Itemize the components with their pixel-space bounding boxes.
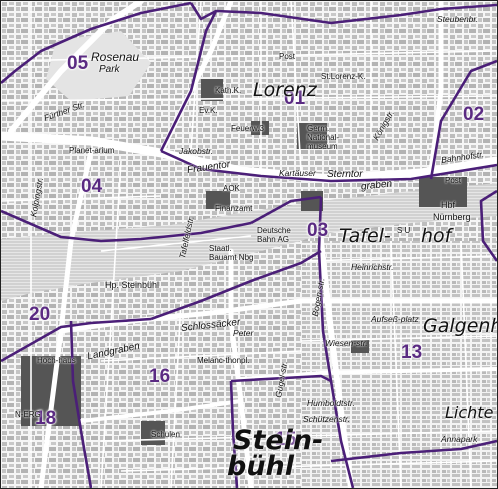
poi-deutsche-bahn-1: Deutsche [257, 226, 291, 235]
quarter-label-tafelhof-1: Tafel- [339, 225, 391, 247]
poi-germ-museum-3: museum [307, 142, 338, 151]
street-label-humboldtstr: Humboldtstr. [307, 398, 355, 408]
quarter-label-lichtenhof: Lichte [445, 403, 494, 422]
poi-hbf: Hbf [441, 200, 456, 210]
district-number-18: 18 [35, 408, 57, 429]
district-number-02: 02 [463, 104, 485, 125]
street-label-peterstr: Peter [233, 328, 254, 338]
poi-aok: AOK [223, 184, 240, 193]
quarter-label-steinbuehl-2: bühl [227, 451, 295, 482]
poi-melanchthonplatz: Melanc-thonpl. [197, 356, 250, 365]
street-label-annapark: Annapark [441, 434, 478, 444]
street-label-aufsessplatz: Aufseß-platz [371, 314, 419, 324]
district-number-15: 15 [275, 429, 297, 450]
poi-staatl-bauamt-1: Staatl. [209, 244, 232, 253]
park-label: Park [99, 64, 120, 75]
street-label-wiesenstr: Wiesen-str. [325, 338, 368, 348]
poi-ev-kirche: Ev.K. [199, 106, 218, 115]
district-number-16: 16 [149, 366, 171, 387]
poi-schulen: Schulen [151, 430, 180, 439]
street-label-steubenbruecke: Steubenbr. [437, 14, 479, 24]
district-number-20: 20 [29, 304, 51, 325]
poi-n-erg: N-ERG [15, 410, 41, 419]
poi-hp-steinbuehl: Hp. Steinbühl [105, 280, 160, 290]
poi-deutsche-bahn-2: Bahn AG [257, 235, 290, 244]
poi-post-2: Post [445, 176, 462, 185]
quarter-label-rosenau: Rosenau [91, 50, 140, 64]
poi-finanzamt: Finanzamt [215, 204, 253, 213]
quarter-label-tafelhof-2: hof [421, 225, 452, 247]
poi-st-lorenz: St.Lorenz-K. [321, 72, 366, 81]
street-label-heinrichstr: Heinrichstr. [351, 262, 394, 272]
poi-post-1: Post [279, 52, 296, 61]
poi-planetarium: Planet-arium [69, 146, 115, 155]
street-label-kartaeuser: Kartäuser [279, 168, 316, 178]
poi-hochhaus: Hoch-haus [37, 356, 76, 365]
poi-staatl-bauamt-2: Bauamt Nbg [209, 253, 254, 262]
railway-corridor [1, 183, 497, 301]
poi-feuerwehr: Feuerw.3 [231, 124, 264, 133]
poi-hbf-nuernberg: Nürnberg [433, 212, 471, 222]
poi-s-ubahn: S U [397, 226, 411, 235]
park-rosenau [46, 31, 151, 101]
quarter-label-steinbuehl-1: Stein- [233, 425, 324, 456]
poi-germ-museum-2: National- [307, 133, 340, 142]
street-label-jakobstr: Jakobstr. [179, 146, 214, 156]
district-number-03: 03 [307, 220, 329, 241]
poi-kath-kirche: Kath.K. [215, 86, 242, 95]
street-label-sterntor: Sterntor [327, 169, 363, 180]
street-label-schuetzenstr: Schützenstr. [303, 414, 350, 424]
quarter-label-lorenz: Lorenz [253, 79, 317, 101]
district-number-01: 01 [284, 88, 306, 109]
district-number-05: 05 [67, 53, 89, 74]
district-number-13: 13 [401, 342, 423, 363]
poi-germ-museum-1: Germ. [307, 124, 330, 133]
quarter-label-galgenhof: Galgenh [423, 315, 498, 337]
district-number-04: 04 [81, 176, 103, 197]
